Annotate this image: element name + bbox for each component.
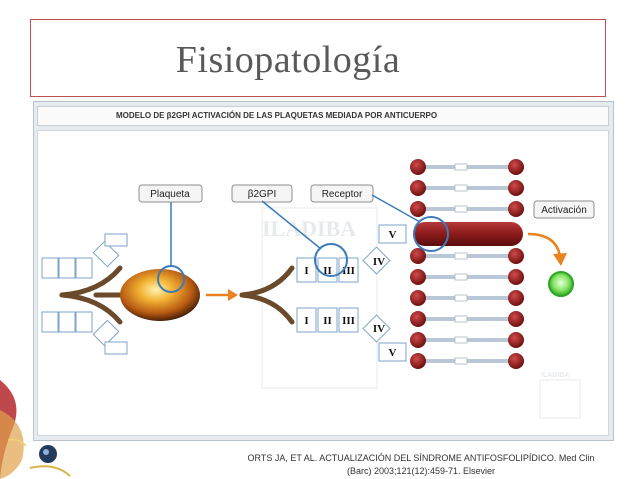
activated-receptor [413, 222, 523, 246]
receptor-label: Receptor [310, 184, 374, 203]
corner-decoration [0, 380, 71, 479]
title-box [30, 19, 606, 97]
antibody-left [41, 233, 133, 355]
domain-i-top: I [304, 265, 308, 277]
domain-iv-bottom: IV [373, 323, 385, 335]
svg-text:Receptor: Receptor [322, 189, 363, 200]
slide-title: Fisiopatología [175, 39, 401, 81]
domain-iii-bottom: III [342, 315, 355, 327]
watermark-text: ILADIBA [262, 216, 356, 241]
diagram-header: MODELO DE β2GPI ACTIVACIÓN DE LAS PLAQUE… [37, 106, 609, 126]
domain-ii-bottom: II [323, 315, 332, 327]
watermark-small-text: ILADIBA [541, 372, 569, 379]
domain-iv-top: IV [373, 256, 385, 268]
b2gpi-callout-circle [314, 243, 348, 277]
svg-text:Plaqueta: Plaqueta [150, 189, 190, 200]
receptor-rows [410, 159, 524, 369]
domain-v-top: V [389, 229, 397, 241]
receptor-callout-line [371, 194, 421, 223]
domain-ii-top: II [323, 265, 332, 277]
citation: ORTS JA, ET AL. ACTUALIZACIÓN DEL SÍNDRO… [236, 452, 606, 478]
antibody-right [239, 265, 295, 325]
arrow-platelet-to-b2gpi [206, 289, 238, 301]
domain-iii-top: III [342, 265, 355, 277]
b2gpi-callout-line [261, 200, 322, 250]
domain-v-bottom: V [389, 347, 397, 359]
plaqueta-label: Plaqueta [138, 184, 203, 203]
b2gpi-label: β2GPI [231, 184, 293, 203]
svg-text:β2GPI: β2GPI [248, 189, 277, 200]
activation-signal [548, 271, 574, 297]
receptor-callout-circle [413, 216, 449, 252]
citation-line-1: ORTS JA, ET AL. ACTUALIZACIÓN DEL SÍNDRO… [247, 453, 595, 463]
domain-i-bottom: I [304, 315, 308, 327]
platelet-shape [120, 269, 200, 321]
b2gpi-domains-bottom: I II III IV V [296, 307, 407, 362]
activation-arrow [527, 232, 567, 266]
b2gpi-domains-top: I II III IV V [296, 224, 407, 283]
activacion-label: Activación [533, 200, 595, 219]
svg-text:Activación: Activación [541, 205, 587, 216]
citation-line-2: (Barc) 2003;121(12):459-71. Elsevier [346, 466, 496, 476]
